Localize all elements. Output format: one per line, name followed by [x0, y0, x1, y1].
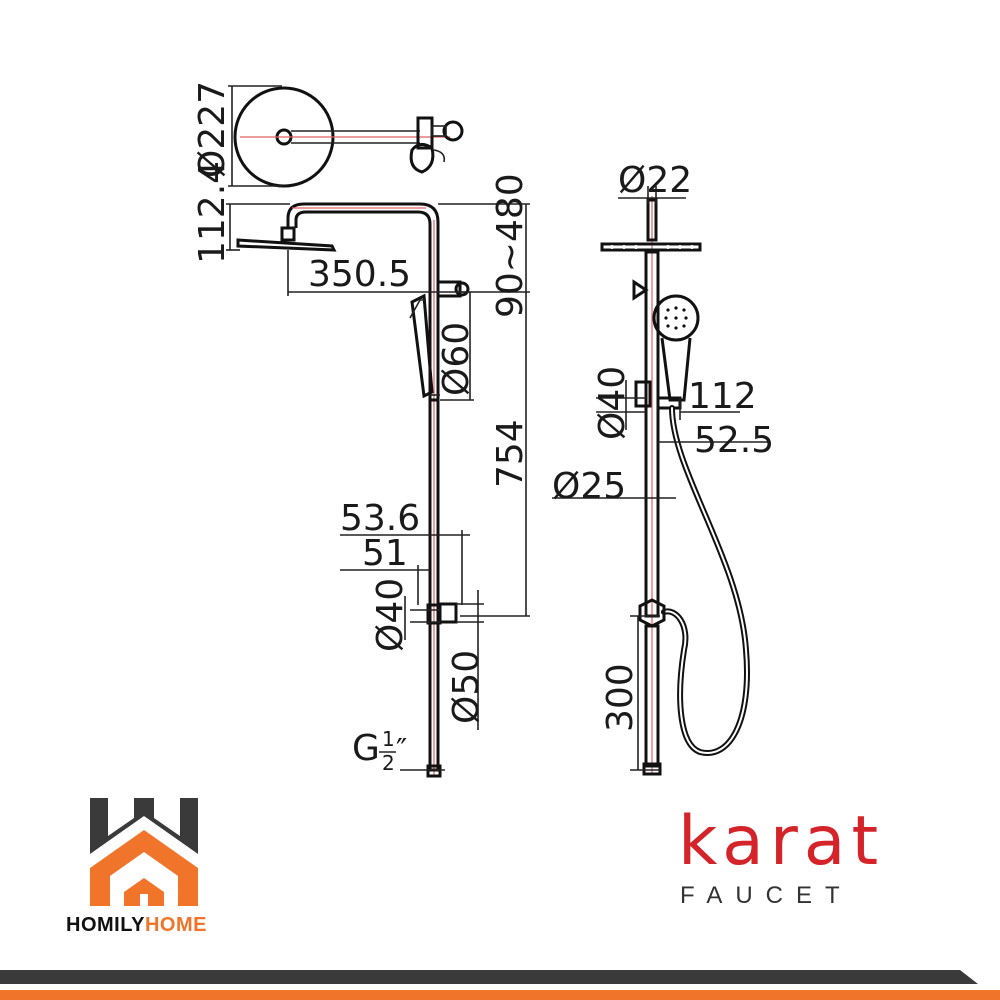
dim-adjust-range: 90~480 [490, 173, 531, 318]
top-view [228, 85, 464, 188]
dim-pipe-diameter: Ø22 [618, 160, 692, 201]
homilyhome-wordmark: HOMILYHOME [66, 914, 207, 937]
dim-inlet-diameter: Ø50 [446, 650, 487, 724]
side-view [552, 186, 770, 776]
dim-thread-mark: ″ [396, 733, 407, 768]
dim-bracket-diameter: Ø40 [370, 578, 411, 652]
dim-arm-reach: 350.5 [308, 254, 411, 295]
dim-thread-g: G [352, 728, 380, 769]
front-view [226, 202, 530, 778]
dim-width-51: 51 [362, 533, 408, 574]
dim-handshower-diameter: Ø60 [436, 322, 477, 396]
dim-head-offset: 112.4 [192, 161, 233, 264]
faucet-subtitle: FAUCET [680, 882, 853, 909]
house-logo-icon [90, 798, 198, 906]
dim-thread-den: 2 [382, 751, 395, 775]
dim-bar-length: 754 [490, 419, 531, 488]
bottom-stripes [0, 970, 1000, 1000]
dim-head-diameter: Ø227 [192, 81, 233, 178]
dim-thread-num: 1 [382, 727, 395, 751]
dim-holder-52-5: 52.5 [694, 420, 774, 461]
brand-name-part2: HOME [144, 914, 207, 936]
dim-width-53-6: 53.6 [340, 498, 420, 539]
dim-bar-diameter: Ø25 [552, 466, 626, 507]
dim-holder-diameter: Ø40 [592, 366, 633, 440]
brand-name-part1: HOMILY [66, 914, 145, 936]
dim-thread: G 1 2 ″ [352, 727, 407, 775]
dim-inlet-300: 300 [600, 663, 641, 732]
karat-wordmark: karat [678, 802, 885, 881]
dim-holder-112: 112 [688, 376, 757, 417]
shower-head-dots [610, 245, 694, 249]
